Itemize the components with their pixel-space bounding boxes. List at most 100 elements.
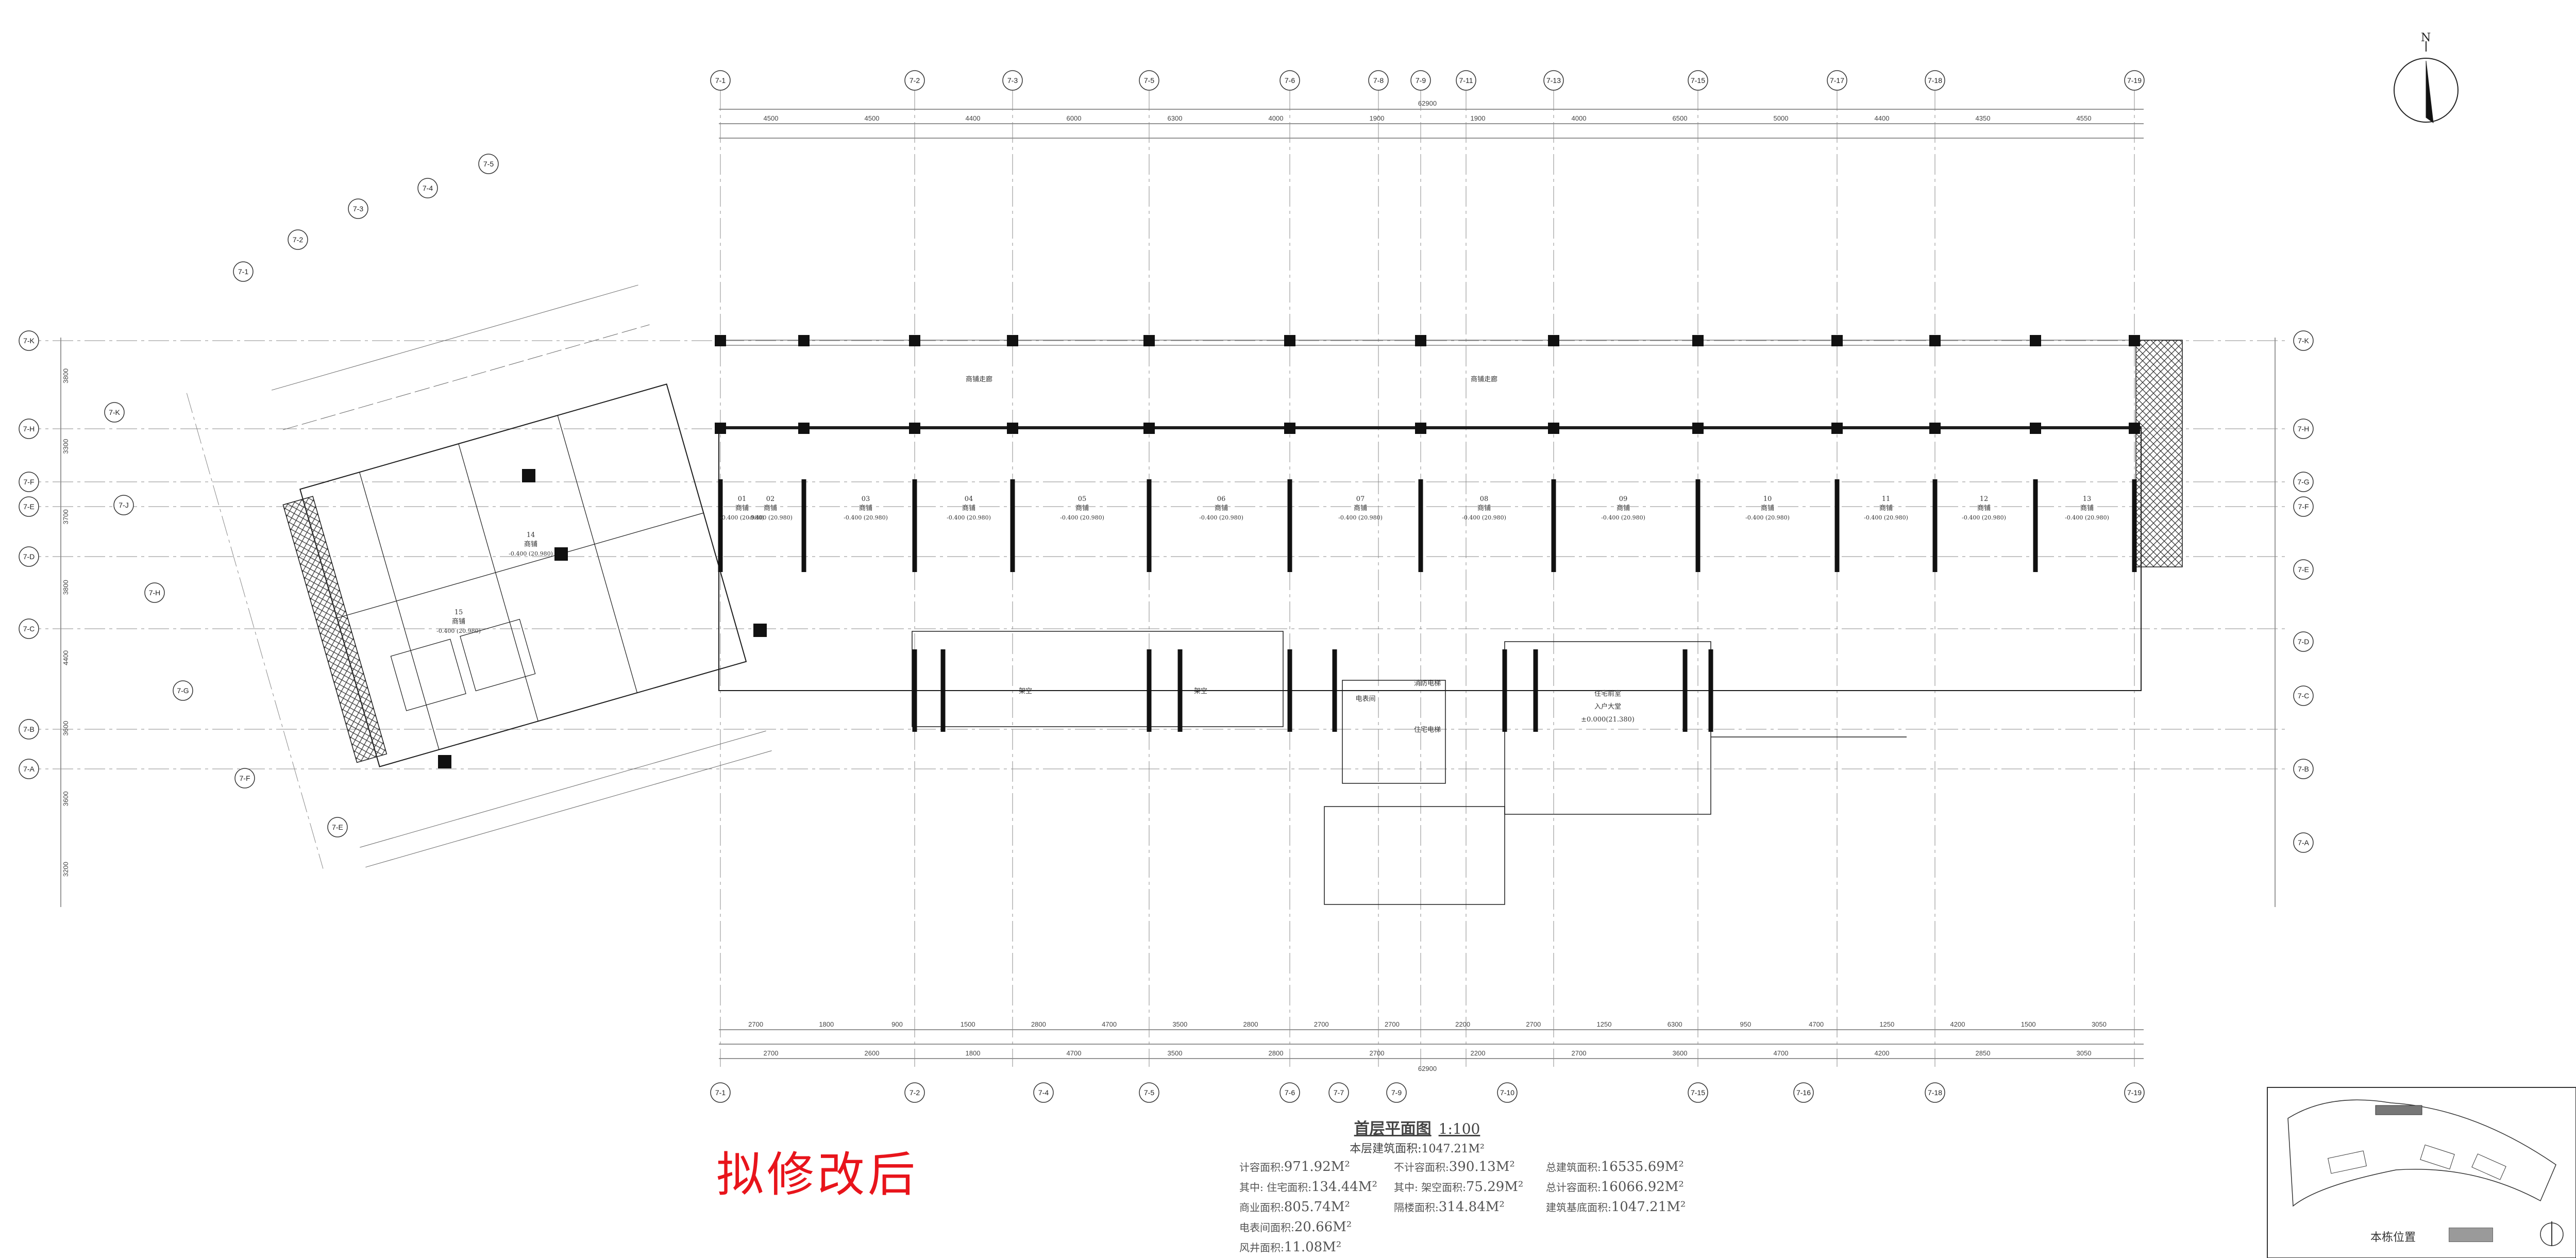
dimension-text: 1500	[2021, 1020, 2036, 1028]
axis-label: 7-5	[1144, 76, 1154, 85]
dimension-text: 3600	[62, 721, 70, 736]
shop-number: 10	[1763, 495, 1772, 503]
column	[1929, 423, 1941, 434]
dimension-text: 2700	[1314, 1020, 1329, 1028]
room-label: 电表间	[1355, 695, 1375, 703]
dimension-text: 4200	[1875, 1049, 1890, 1057]
shop-number: 02	[766, 495, 775, 503]
dimension-text: 1500	[961, 1020, 975, 1028]
axis-label: 7-3	[1007, 76, 1018, 85]
stat-row: 隔楼面积:314.84M²	[1394, 1197, 1523, 1217]
shop-level: -0.400 (20.980)	[748, 514, 793, 521]
axis-label: 7-K	[2298, 337, 2309, 345]
axis-label: 7-K	[23, 337, 35, 345]
axis-label: 7-K	[109, 408, 120, 416]
column	[1007, 335, 1018, 346]
axis-bubble	[2293, 759, 2314, 779]
column	[1284, 423, 1295, 434]
column	[1143, 423, 1155, 434]
dimension-text: 4700	[1774, 1049, 1789, 1057]
axis-bubble	[288, 229, 308, 250]
axis-bubble	[2124, 1082, 2145, 1103]
axis-label: 7-17	[1830, 76, 1844, 85]
stat-row: 建筑基底面积:1047.21M²	[1546, 1197, 1686, 1217]
axis-label: 7-F	[24, 478, 35, 486]
axis-bubble	[1925, 70, 1945, 91]
axis-bubble	[710, 1082, 731, 1103]
stat-label: 风井面积:	[1239, 1242, 1284, 1254]
axis-bubble	[19, 330, 39, 351]
shop-name: 商铺	[1879, 505, 1893, 512]
stat-row: 电表间面积:20.66M²	[1239, 1217, 1377, 1237]
shop-name: 商铺	[524, 541, 537, 548]
room-label: 住宅电梯	[1414, 726, 1441, 734]
axis-bubble	[1925, 1082, 1945, 1103]
shop-level: -0.400 (20.980)	[509, 550, 553, 557]
column	[1831, 423, 1843, 434]
stat-row: 总计容面积:16066.92M²	[1546, 1177, 1686, 1197]
shop-name: 商铺	[452, 618, 465, 626]
rotated-wing-columns	[438, 469, 767, 768]
axis-bubble	[1139, 70, 1159, 91]
axis-bubble	[904, 70, 925, 91]
room-label: 商铺走廊	[966, 375, 992, 383]
shop-level: -0.400 (20.980)	[1060, 514, 1104, 521]
stat-value: 1047.21M²	[1611, 1199, 1686, 1215]
axis-label: 7-9	[1416, 76, 1426, 85]
partition-wall	[912, 649, 946, 732]
axis-bubble	[1410, 70, 1431, 91]
column	[715, 335, 726, 346]
shop-name: 商铺	[1354, 505, 1367, 512]
axis-bubble	[1386, 1082, 1407, 1103]
column	[1415, 423, 1426, 434]
shop-number: 04	[965, 495, 973, 503]
axis-label: 7-C	[2298, 692, 2310, 700]
axis-label: 7-15	[1691, 76, 1705, 85]
axis-label: 7-4	[423, 184, 433, 192]
shop-name: 商铺	[1617, 505, 1630, 512]
column	[1548, 423, 1559, 434]
shop-name: 商铺	[1977, 505, 1991, 512]
shop-number: 13	[2083, 495, 2092, 503]
dimension-text: 3600	[62, 791, 70, 806]
dimension-text: 4350	[1976, 114, 1991, 122]
axis-label: 7-F	[240, 774, 250, 782]
axis-label: 7-11	[1459, 76, 1473, 85]
dimension-text: 3600	[1673, 1049, 1688, 1057]
stat-row: 其中: 住宅面积:134.44M²	[1239, 1177, 1377, 1197]
shop-name: 商铺	[859, 505, 872, 512]
axis-bubble	[1002, 70, 1023, 91]
shop-level: -0.400 (20.980)	[1601, 514, 1645, 521]
partition-wall	[1147, 649, 1183, 732]
axis-label: 7-16	[1796, 1088, 1811, 1097]
axis-label: 7-10	[1500, 1088, 1514, 1097]
shop-name: 商铺	[1477, 505, 1491, 512]
stat-row: 风井面积:11.08M²	[1239, 1237, 1377, 1257]
shop-name: 商铺	[735, 505, 749, 512]
dimension-text: 4400	[1875, 114, 1890, 122]
column	[1007, 423, 1018, 434]
partition-wall	[1502, 649, 1538, 732]
axis-label: 7-A	[23, 765, 35, 773]
shop-number: 06	[1217, 495, 1226, 503]
room-label: 住宅前室	[1594, 690, 1621, 698]
axis-bubble	[19, 759, 39, 779]
shop-level: -0.400 (20.980)	[1745, 514, 1790, 521]
axis-bubble	[710, 70, 731, 91]
column	[798, 335, 810, 346]
column	[798, 423, 810, 434]
axis-bubble	[327, 817, 348, 837]
dimension-text: 2200	[1455, 1020, 1470, 1028]
room-label: 消防电梯	[1414, 679, 1441, 687]
axis-label: 7-3	[353, 205, 363, 213]
axis-label: 7-1	[715, 1088, 726, 1097]
column	[1415, 335, 1426, 346]
axis-label: 7-F	[2298, 502, 2309, 511]
column	[1692, 335, 1704, 346]
axis-label: 7-H	[23, 425, 35, 433]
axis-bubble	[1328, 1082, 1349, 1103]
dimension-text: 4700	[1102, 1020, 1117, 1028]
axis-bubble	[1543, 70, 1564, 91]
